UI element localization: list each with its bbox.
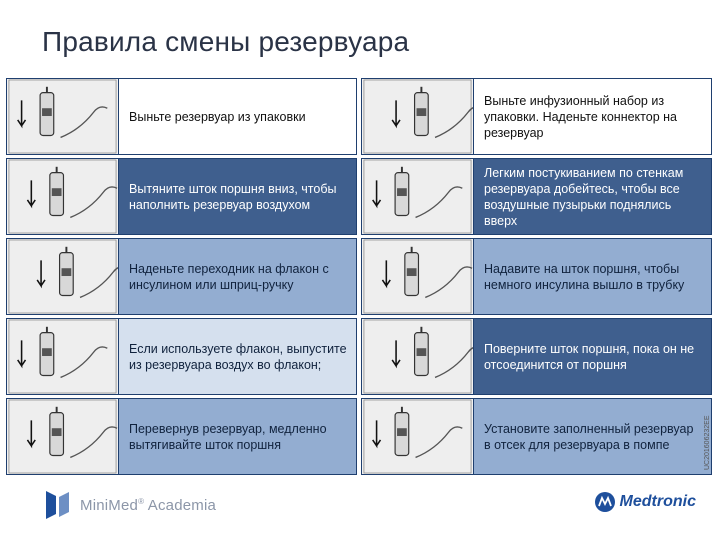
direction-arrow — [17, 340, 27, 369]
step-illustration-icon — [362, 399, 474, 474]
step-card: Наденьте переходник на флакон с инсулино… — [6, 238, 357, 315]
step-card: Установите заполненный резервуар в отсек… — [361, 398, 712, 475]
step-illustration-icon — [362, 79, 474, 154]
step-illustration-icon — [7, 79, 119, 154]
reservoir-drawing-icon — [8, 159, 118, 234]
slide-title: Правила смены резервуара — [42, 26, 410, 57]
hand-outline — [60, 106, 108, 139]
step-text: Перевернув резервуар, медленно вытягивай… — [119, 399, 356, 474]
step-text: Выньте резервуар из упаковки — [119, 79, 356, 154]
reservoir-drawing-icon — [8, 319, 117, 394]
reservoir-drawing-icon — [8, 399, 118, 474]
direction-arrow — [26, 420, 36, 449]
direction-arrow — [372, 420, 382, 449]
document-code: UC201606232EE — [704, 415, 711, 471]
reservoir-drawing-icon — [363, 79, 473, 154]
hand-outline — [60, 346, 108, 379]
step-card: Если используете флакон, выпустите из ре… — [6, 318, 357, 395]
step-text: Наденьте переходник на флакон с инсулино… — [119, 239, 356, 314]
reservoir-drawing-icon — [363, 159, 472, 234]
medtronic-logo-icon — [594, 492, 615, 512]
step-text: Вытяните шток поршня вниз, чтобы наполни… — [119, 159, 356, 234]
reservoir-plunger — [416, 348, 427, 357]
hand-outline — [79, 267, 118, 299]
step-text: Установите заполненный резервуар в отсек… — [474, 399, 711, 474]
illustration-frame — [363, 399, 472, 474]
step-illustration-icon — [7, 399, 119, 474]
hand-outline — [434, 347, 473, 379]
direction-arrow — [17, 100, 27, 129]
step-illustration-icon — [7, 159, 119, 234]
reservoir-drawing-icon — [8, 79, 117, 154]
registered-mark: ® — [138, 496, 145, 506]
step-illustration-icon — [362, 159, 474, 234]
hand-outline — [415, 426, 463, 459]
reservoir-plunger — [397, 188, 407, 197]
direction-arrow — [381, 260, 391, 289]
step-card: Поверните шток поршня, пока он не отсоед… — [361, 318, 712, 395]
reservoir-plunger — [61, 268, 72, 277]
direction-arrow — [36, 260, 46, 289]
hand-outline — [70, 186, 118, 219]
step-text: Поверните шток поршня, пока он не отсоед… — [474, 319, 711, 394]
step-illustration-icon — [7, 239, 119, 314]
brand-name: Medtronic — [619, 493, 696, 510]
direction-arrow — [391, 100, 401, 129]
reservoir-drawing-icon — [363, 319, 473, 394]
reservoir-plunger — [51, 188, 62, 197]
step-text: Легким постукиванием по стенкам резервуа… — [474, 159, 711, 234]
direction-arrow — [26, 180, 36, 209]
reservoir-drawing-icon — [363, 399, 472, 474]
steps-grid: Выньте резервуар из упаковки Вытяните шт… — [6, 78, 712, 478]
step-text: Выньте инфузионный набор из упаковки. На… — [474, 79, 711, 154]
step-text: Надавите на шток поршня, чтобы немного и… — [474, 239, 711, 314]
step-card: Выньте инфузионный набор из упаковки. На… — [361, 78, 712, 155]
minimed-logo-icon — [46, 491, 69, 519]
direction-arrow — [372, 180, 382, 209]
reservoir-plunger — [51, 428, 62, 437]
hand-outline — [434, 107, 473, 139]
reservoir-plunger — [42, 108, 52, 117]
step-card: Легким постукиванием по стенкам резервуа… — [361, 158, 712, 235]
step-text: Если используете флакон, выпустите из ре… — [119, 319, 356, 394]
illustration-frame — [8, 319, 117, 394]
medtronic-brand: Medtronic — [594, 491, 696, 513]
reservoir-plunger — [416, 108, 427, 117]
reservoir-drawing-icon — [8, 239, 118, 314]
reservoir-drawing-icon — [363, 239, 473, 314]
step-illustration-icon — [7, 319, 119, 394]
illustration-frame — [363, 159, 472, 234]
brand-name: MiniMed — [80, 496, 139, 514]
reservoir-plunger — [42, 348, 52, 357]
illustration-frame — [8, 79, 117, 154]
step-illustration-icon — [362, 239, 474, 314]
minimed-academia-brand: MiniMed® Academia — [42, 488, 216, 522]
steps-column-left: Выньте резервуар из упаковки Вытяните шт… — [6, 78, 357, 478]
brand-suffix: Academia — [147, 496, 217, 514]
steps-column-right: Выньте инфузионный набор из упаковки. На… — [361, 78, 712, 478]
reservoir-plunger — [397, 428, 407, 437]
step-illustration-icon — [362, 319, 474, 394]
step-card: Перевернув резервуар, медленно вытягивай… — [6, 398, 357, 475]
hand-outline — [425, 266, 473, 299]
direction-arrow — [391, 340, 401, 369]
step-card: Надавите на шток поршня, чтобы немного и… — [361, 238, 712, 315]
hand-outline — [415, 186, 463, 219]
step-card: Вытяните шток поршня вниз, чтобы наполни… — [6, 158, 357, 235]
reservoir-plunger — [406, 268, 417, 277]
hand-outline — [70, 426, 118, 459]
step-card: Выньте резервуар из упаковки — [6, 78, 357, 155]
